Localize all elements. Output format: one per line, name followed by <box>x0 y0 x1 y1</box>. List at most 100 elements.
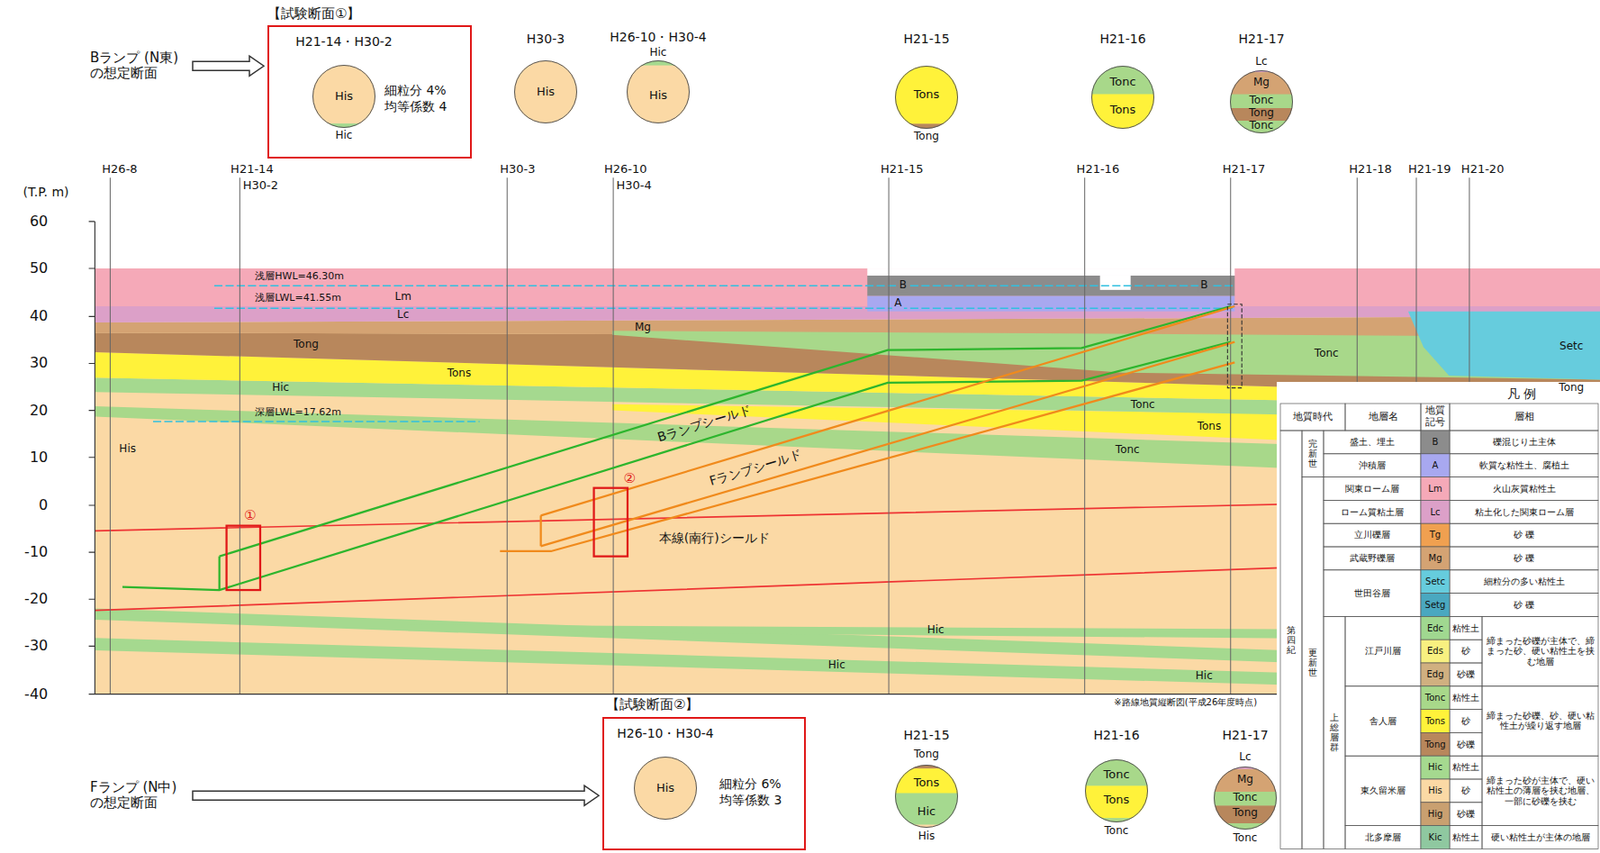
block-arrow <box>192 55 264 76</box>
legend-cell-text: ローム質粘土層 <box>1340 506 1404 518</box>
legend-swatch <box>1420 477 1450 501</box>
stratum-code: Hic <box>271 381 290 395</box>
soil-property: 均等係数 3 <box>719 792 782 807</box>
boring-circle: His <box>633 756 697 820</box>
circle-outline <box>515 61 578 124</box>
legend-symbol-cell: Tong <box>1420 732 1450 756</box>
stratum-band <box>894 65 959 125</box>
test-section-box: 【試験断面②】H26-10・H30-4細粒分 6%均等係数 3His <box>602 716 806 850</box>
legend-symbol-cell: Edc <box>1420 615 1450 640</box>
soil-property: 均等係数 4 <box>384 99 447 114</box>
strata-bands <box>633 756 697 821</box>
stratum-band <box>1229 72 1293 95</box>
pit <box>1100 275 1131 290</box>
boring-circle: H21-16ToncTons <box>1091 65 1155 129</box>
table-cell <box>1449 778 1483 803</box>
legend-cell: 砂 <box>1449 778 1483 803</box>
legend-cell: 地層名 <box>1345 403 1421 431</box>
legend-cell: 上総層群 <box>1323 615 1346 849</box>
test-section-box: 【試験断面①】H21-14・H30-2細粒分 4%均等係数 4HisHic <box>267 25 472 159</box>
legend-cell: 北多摩層 <box>1345 825 1421 850</box>
stratum-band <box>1091 94 1155 130</box>
boring-circle: HisHic <box>312 64 376 128</box>
legend-cell-text: 砂礫 <box>1456 668 1475 680</box>
legend-cell: 世田谷層 <box>1323 569 1421 617</box>
legend-cell-text: 硬い粘性土が主体の地層 <box>1491 831 1591 843</box>
borehole-name: H26-10 <box>604 162 648 177</box>
stratum-code: Hic <box>828 659 846 672</box>
soil-property: 細粒分 6% <box>719 776 782 791</box>
borehole-name: H26-10・H30-4 <box>609 29 707 45</box>
stratum-code: Mg <box>634 321 651 335</box>
legend-cell-text: 粘性土 <box>1452 692 1480 704</box>
legend-cell-text: 立川礫層 <box>1354 529 1391 541</box>
legend-symbol: Edg <box>1426 668 1444 680</box>
stratum-code: Tong <box>1232 806 1258 820</box>
shaft <box>1227 304 1242 389</box>
legend-cell-text: 砂 <box>1461 645 1471 657</box>
boring-circle: H30-3His <box>514 60 578 124</box>
legend-cell-text: 北多摩層 <box>1364 831 1402 843</box>
legend-symbol: Tong <box>1424 739 1446 751</box>
legend-swatch <box>1420 755 1450 779</box>
legend-cell: 粘性土 <box>1449 825 1483 850</box>
stratum-code: Lc <box>1255 55 1267 69</box>
stratum-code: Hic <box>335 129 353 143</box>
legend-cell-text: 上総層群 <box>1329 712 1339 752</box>
drawing-stroke <box>540 515 543 546</box>
soil-property: 細粒分 4% <box>384 82 447 98</box>
stratum-code: Tons <box>1110 103 1137 118</box>
legend-swatch <box>1420 686 1450 710</box>
circle-outline <box>1092 66 1155 129</box>
drawing-stroke <box>122 342 1231 590</box>
circle-outline <box>895 765 959 828</box>
strata-bands <box>514 60 578 125</box>
stratum-band <box>633 756 697 821</box>
legend-symbol-cell: Tons <box>1420 709 1450 733</box>
stratum-band <box>1229 120 1293 135</box>
legend-cell: 粘性土 <box>1449 755 1483 779</box>
legend-cell: 更新世 <box>1301 477 1324 850</box>
legend-swatch <box>1420 662 1450 687</box>
table-cell <box>1345 615 1421 686</box>
stratum-lm <box>94 268 1600 307</box>
table-cell <box>1345 755 1421 825</box>
legend-symbol: His <box>1428 785 1443 796</box>
legend-cell-text: 沖積層 <box>1358 460 1386 471</box>
borehole-name: H30-4 <box>616 179 652 193</box>
stratum-band <box>1213 804 1277 823</box>
legend-cell-text: 更新世 <box>1308 647 1318 678</box>
legend-swatch <box>1420 709 1450 733</box>
strata-bands <box>894 65 959 130</box>
legend-cell: 砂礫 <box>1449 732 1483 756</box>
legend-cell-text: 第四紀 <box>1286 624 1296 655</box>
drawing-stroke <box>541 306 1236 516</box>
axis-tick-label: -10 <box>24 543 48 561</box>
axis-tick-label: -40 <box>24 685 48 702</box>
stratum-band <box>1091 65 1155 95</box>
legend-swatch <box>1420 639 1450 663</box>
legend-cell-text: 軟質な粘性土、腐植土 <box>1479 460 1570 471</box>
stratum-band <box>894 793 959 826</box>
b-ramp-shield <box>122 306 1231 590</box>
stratum-code: His <box>656 781 675 796</box>
boring-circle: H21-15TongTonsHicHis <box>894 764 959 828</box>
stratum-band <box>894 768 959 794</box>
stratum-code: Lm <box>394 290 411 304</box>
legend-cell-text: 砂 <box>1461 715 1471 727</box>
axis-title: (T.P. m) <box>22 184 69 199</box>
circle-drawing <box>894 764 959 828</box>
legend-cell: 粘土化した関東ローム層 <box>1449 499 1599 524</box>
stratum-code: Tonc <box>1130 398 1156 412</box>
table-cell <box>1449 802 1483 826</box>
legend-cell: 砂 <box>1449 639 1483 663</box>
table-cell <box>1482 686 1599 756</box>
borehole-name: H21-14・H30-2 <box>295 34 393 49</box>
borehole-name: H30-3 <box>499 162 535 177</box>
caption-block: Fランプ (N中) の想定断面 <box>90 779 188 812</box>
shield-label: Fランプシールド <box>707 446 804 489</box>
stratum-band <box>514 60 578 125</box>
water-level-label: 浅層HWL=46.30m <box>254 271 344 283</box>
legend-swatch <box>1420 802 1450 826</box>
